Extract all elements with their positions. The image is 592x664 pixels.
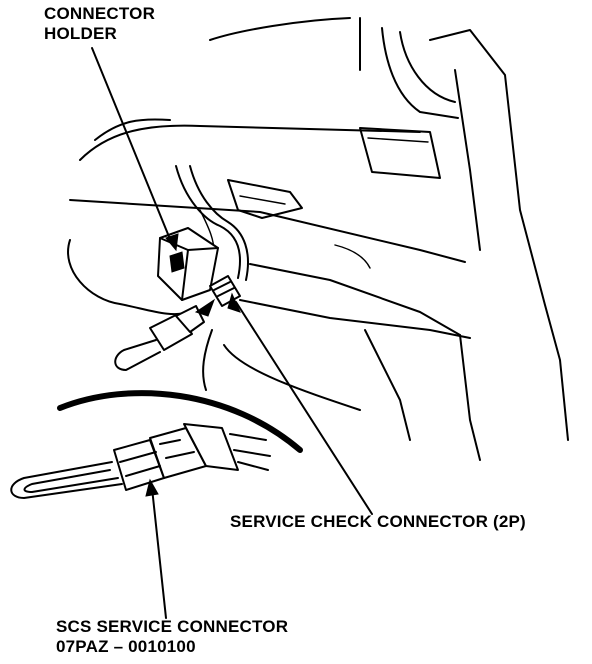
leader-scs-service-connector bbox=[145, 478, 167, 619]
leader-connector-holder bbox=[91, 47, 179, 252]
dashboard-panel bbox=[67, 17, 569, 461]
scs-service-connector-label-line1: SCS SERVICE CONNECTOR bbox=[56, 617, 289, 636]
leader-service-check-connector bbox=[227, 292, 373, 515]
scs-service-connector-part-number: 07PAZ – 0010100 bbox=[56, 637, 196, 656]
scs-plug-small bbox=[114, 298, 216, 371]
detail-callout-line bbox=[202, 329, 213, 391]
detail-arc bbox=[57, 390, 303, 453]
scs-service-connector-label: SCS SERVICE CONNECTOR 07PAZ – 0010100 bbox=[56, 617, 288, 657]
scs-service-connector-detail bbox=[10, 423, 271, 499]
connector-holder-label-line2: HOLDER bbox=[44, 24, 117, 43]
connector-holder-label-line1: CONNECTOR bbox=[44, 4, 156, 23]
service-check-connector-label: SERVICE CHECK CONNECTOR (2P) bbox=[230, 512, 526, 531]
connector-holder-label: CONNECTOR HOLDER bbox=[44, 4, 155, 44]
